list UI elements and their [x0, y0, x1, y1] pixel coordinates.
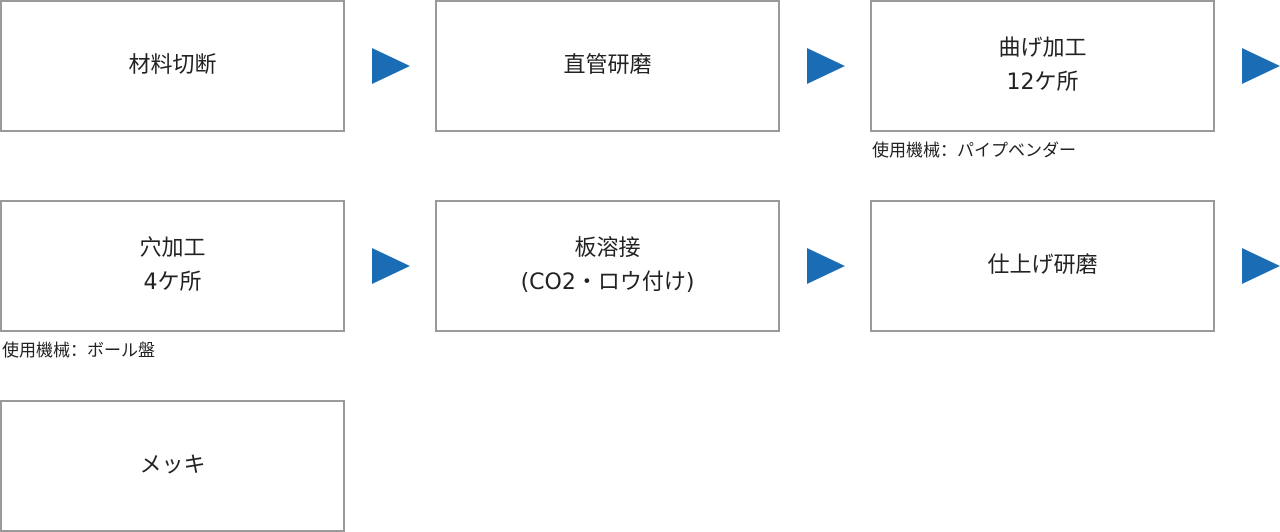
machine-note-bending: 使用機械：パイプベンダー [872, 141, 1076, 161]
step-label: 板溶接 [574, 236, 641, 261]
step-plating: メッキ [0, 400, 345, 532]
flow-arrow-icon [372, 248, 410, 284]
step-sublabel: 12ケ所 [1006, 70, 1079, 95]
step-bending: 曲げ加工 12ケ所 [870, 0, 1215, 132]
flow-arrow-icon [807, 48, 845, 84]
flow-arrow-icon [807, 248, 845, 284]
flow-arrow-icon [1242, 248, 1280, 284]
flow-arrow-icon [1242, 48, 1280, 84]
step-plate-welding: 板溶接 (CO2・ロウ付け) [435, 200, 780, 332]
step-label: 仕上げ研磨 [987, 253, 1098, 278]
step-finish-polishing: 仕上げ研磨 [870, 200, 1215, 332]
step-sublabel: 4ケ所 [143, 270, 202, 295]
step-drilling: 穴加工 4ケ所 [0, 200, 345, 332]
step-label: メッキ [139, 453, 206, 478]
step-material-cutting: 材料切断 [0, 0, 345, 132]
step-label: 曲げ加工 [998, 36, 1087, 61]
machine-note-drilling: 使用機械：ボール盤 [2, 341, 155, 361]
step-label: 直管研磨 [563, 53, 652, 78]
flow-arrow-icon [372, 48, 410, 84]
step-pipe-polishing: 直管研磨 [435, 0, 780, 132]
step-label: 材料切断 [128, 53, 217, 78]
step-label: 穴加工 [139, 236, 206, 261]
step-sublabel: (CO2・ロウ付け) [520, 270, 695, 295]
